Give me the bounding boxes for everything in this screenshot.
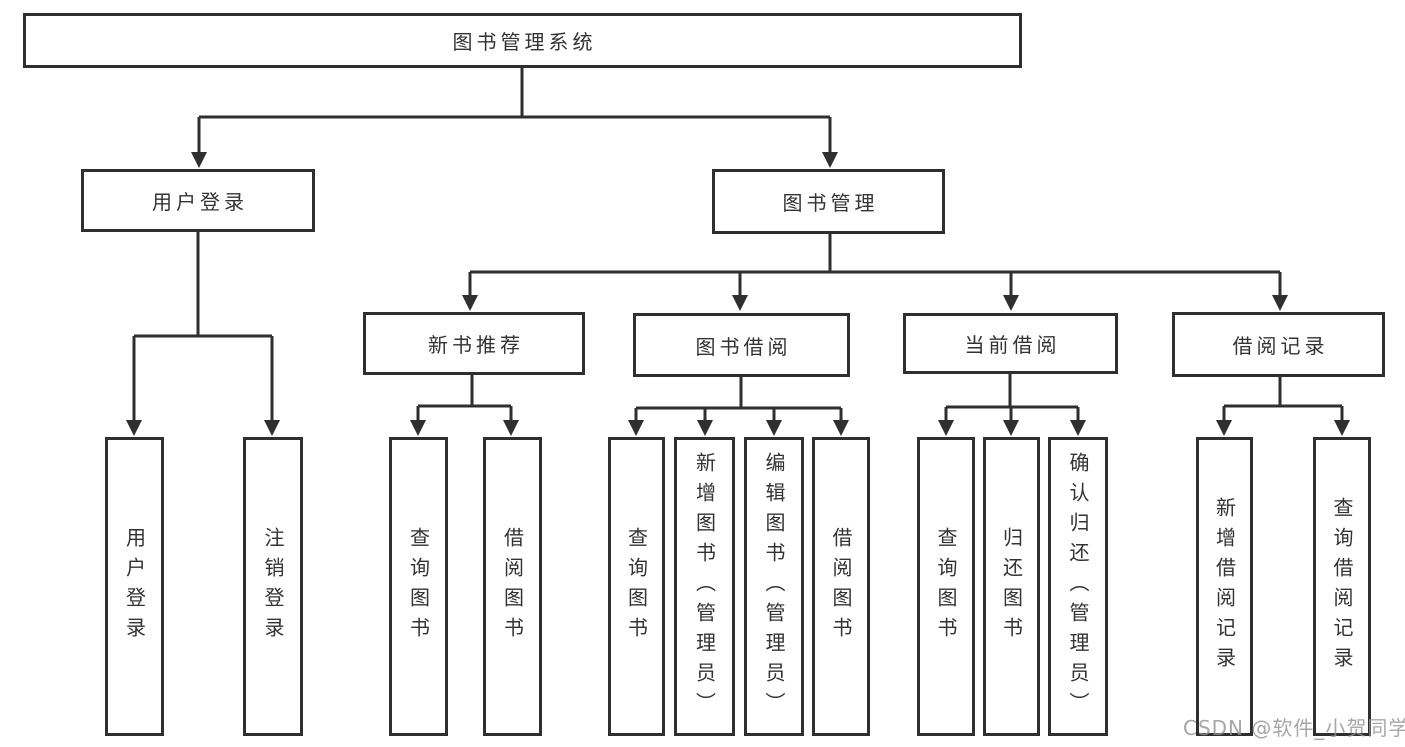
- arrowhead-icon: [732, 295, 748, 311]
- leaf-borrow-books-recommend-label: 借阅图书: [500, 526, 525, 647]
- leaf-logout-label: 注销登录: [261, 526, 285, 647]
- node-new-book-recommend-label: 新书推荐: [428, 333, 524, 357]
- leaf-query-books-borrow: 查询图书: [608, 437, 665, 736]
- node-book-borrow: 图书借阅: [633, 313, 850, 377]
- arrowhead-icon: [503, 420, 519, 436]
- arrowhead-icon: [264, 420, 280, 436]
- leaf-borrow-books-recommend: 借阅图书: [483, 437, 542, 736]
- connector-path: [132, 68, 1344, 421]
- node-book-management-label: 图书管理: [782, 191, 879, 215]
- arrowhead-icon: [462, 295, 478, 311]
- leaf-edit-book-admin-label: 编辑图书（管理员）: [762, 451, 786, 722]
- node-root-label: 图书管理系统: [452, 30, 597, 54]
- leaf-return-book-label: 归还图书: [999, 526, 1024, 647]
- leaf-logout: 注销登录: [243, 437, 303, 736]
- watermark: CSDN @软件_小贺同学: [1183, 716, 1405, 740]
- leaf-query-books-recommend: 查询图书: [389, 437, 448, 736]
- leaf-add-book-admin-label: 新增图书（管理员）: [692, 451, 717, 722]
- arrowhead-icon: [1003, 295, 1019, 311]
- leaf-add-borrow-record: 新增借阅记录: [1196, 437, 1253, 736]
- arrowhead-icon: [822, 152, 838, 168]
- leaf-confirm-return-admin: 确认归还（管理员）: [1048, 437, 1108, 736]
- arrowhead-icon: [1003, 420, 1019, 436]
- arrowheads: [126, 152, 1350, 436]
- leaf-query-borrow-record: 查询借阅记录: [1313, 437, 1371, 736]
- leaf-user-login: 用户登录: [105, 437, 164, 736]
- leaf-add-borrow-record-label: 新增借阅记录: [1212, 496, 1237, 677]
- leaf-borrow-books-label: 借阅图书: [829, 526, 853, 647]
- leaf-query-books-recommend-label: 查询图书: [406, 526, 431, 647]
- leaf-query-books-current-label: 查询图书: [934, 526, 958, 647]
- node-current-borrow-label: 当前借阅: [964, 333, 1061, 357]
- arrowhead-icon: [1070, 420, 1086, 436]
- node-new-book-recommend: 新书推荐: [363, 312, 585, 375]
- leaf-user-login-label: 用户登录: [122, 526, 147, 647]
- arrowhead-icon: [697, 420, 713, 436]
- node-borrow-records-label: 借阅记录: [1232, 334, 1329, 358]
- leaf-query-borrow-record-label: 查询借阅记录: [1330, 496, 1354, 677]
- leaf-query-books-borrow-label: 查询图书: [624, 526, 649, 647]
- node-book-management: 图书管理: [712, 169, 945, 234]
- node-user-login-label: 用户登录: [152, 190, 248, 214]
- arrowhead-icon: [766, 420, 782, 436]
- arrowhead-icon: [1216, 420, 1232, 436]
- arrowhead-icon: [126, 420, 142, 436]
- node-borrow-records: 借阅记录: [1172, 312, 1385, 377]
- arrowhead-icon: [628, 420, 644, 436]
- arrowhead-icon: [833, 420, 849, 436]
- arrowhead-icon: [1272, 295, 1288, 311]
- leaf-confirm-return-admin-label: 确认归还（管理员）: [1066, 451, 1090, 722]
- node-current-borrow: 当前借阅: [903, 313, 1118, 374]
- node-book-borrow-label: 图书借阅: [695, 334, 792, 359]
- leaf-add-book-admin: 新增图书（管理员）: [674, 437, 735, 736]
- leaf-borrow-books: 借阅图书: [812, 437, 870, 736]
- arrowhead-icon: [410, 420, 426, 436]
- arrowhead-icon: [938, 420, 954, 436]
- arrowhead-icon: [1334, 420, 1350, 436]
- arrowhead-icon: [191, 152, 207, 168]
- node-user-login: 用户登录: [81, 169, 315, 232]
- leaf-return-book: 归还图书: [983, 437, 1040, 736]
- node-root: 图书管理系统: [23, 13, 1022, 68]
- leaf-edit-book-admin: 编辑图书（管理员）: [744, 437, 804, 736]
- leaf-query-books-current: 查询图书: [917, 437, 975, 736]
